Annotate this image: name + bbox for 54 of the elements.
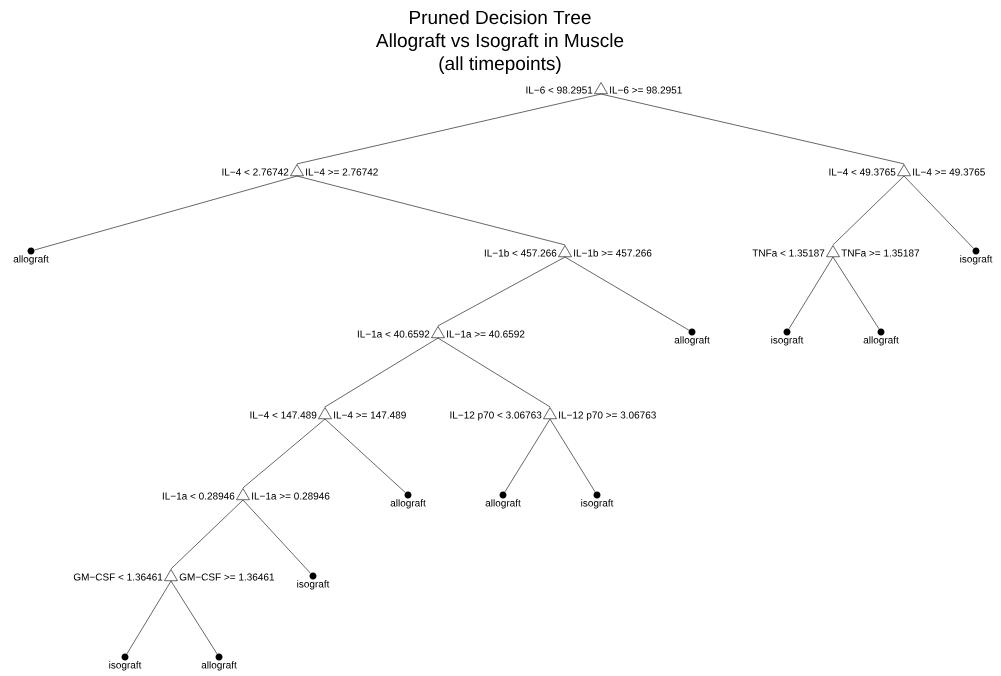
split-condition: IL−1b < 457.266 — [484, 249, 557, 257]
split-condition: GM−CSF >= 1.36461 — [179, 573, 275, 581]
class-label: isograft — [960, 255, 993, 265]
tree-branch — [788, 256, 834, 330]
split-condition: TNFa < 1.35187 — [752, 249, 825, 257]
class-label: allograft — [201, 661, 237, 671]
tree-branch — [170, 499, 244, 570]
split-condition: IL−6 >= 98.2951 — [610, 86, 682, 94]
tree-branch — [832, 256, 880, 330]
class-label: isograft — [581, 499, 614, 509]
split-condition: IL−6 < 98.2951 — [526, 86, 593, 94]
subtitle: (all timepoints) — [439, 56, 561, 74]
split-condition: IL−4 < 147.489 — [250, 411, 317, 419]
tree-branch — [296, 175, 566, 246]
split-condition: GM−CSF < 1.36461 — [73, 573, 163, 581]
split-condition: IL−4 >= 49.3765 — [913, 168, 985, 176]
class-label: allograft — [13, 255, 49, 265]
chart-title: Pruned Decision Tree — [410, 10, 591, 25]
tree-branch — [549, 418, 596, 493]
class-label: isograft — [297, 580, 330, 590]
tree-branch — [832, 175, 905, 246]
split-condition: IL−1a < 40.6592 — [357, 330, 430, 338]
tree-branch — [504, 418, 551, 493]
tree-branch — [437, 337, 551, 408]
tree-branch — [600, 93, 905, 165]
split-condition: TNFa >= 1.35187 — [841, 249, 920, 257]
tree-branch — [296, 93, 602, 165]
split-condition: IL−4 >= 2.76742 — [306, 168, 378, 176]
class-label: allograft — [863, 336, 899, 346]
split-condition: IL−1a >= 0.28946 — [252, 492, 330, 500]
tree-branch — [903, 175, 974, 249]
class-label: allograft — [390, 499, 426, 509]
split-condition: IL−12 p70 >= 3.06763 — [559, 411, 656, 421]
tree-branch — [437, 256, 566, 327]
class-label: isograft — [109, 661, 142, 671]
class-label: allograft — [485, 499, 521, 509]
tree-branch — [170, 580, 218, 655]
split-condition: IL−1a >= 40.6592 — [447, 330, 525, 338]
split-condition: IL−4 >= 147.489 — [334, 411, 406, 419]
split-condition: IL−4 < 49.3765 — [829, 168, 896, 176]
split-condition: IL−12 p70 < 3.06763 — [450, 411, 542, 421]
subtitle: Allograft vs Isograft in Muscle — [375, 33, 624, 51]
tree-branch — [324, 418, 406, 493]
tree-branch — [34, 175, 298, 251]
tree-branch — [242, 499, 311, 574]
tree-branch — [324, 337, 439, 408]
class-label: isograft — [771, 336, 804, 346]
tree-branch — [564, 256, 690, 331]
split-condition: IL−4 < 2.76742 — [222, 168, 289, 176]
tree-branch — [242, 418, 326, 489]
tree-branch — [126, 580, 172, 655]
class-label: allograft — [674, 336, 710, 346]
split-condition: IL−1b >= 457.266 — [574, 249, 652, 257]
split-condition: IL−1a < 0.28946 — [162, 492, 235, 500]
